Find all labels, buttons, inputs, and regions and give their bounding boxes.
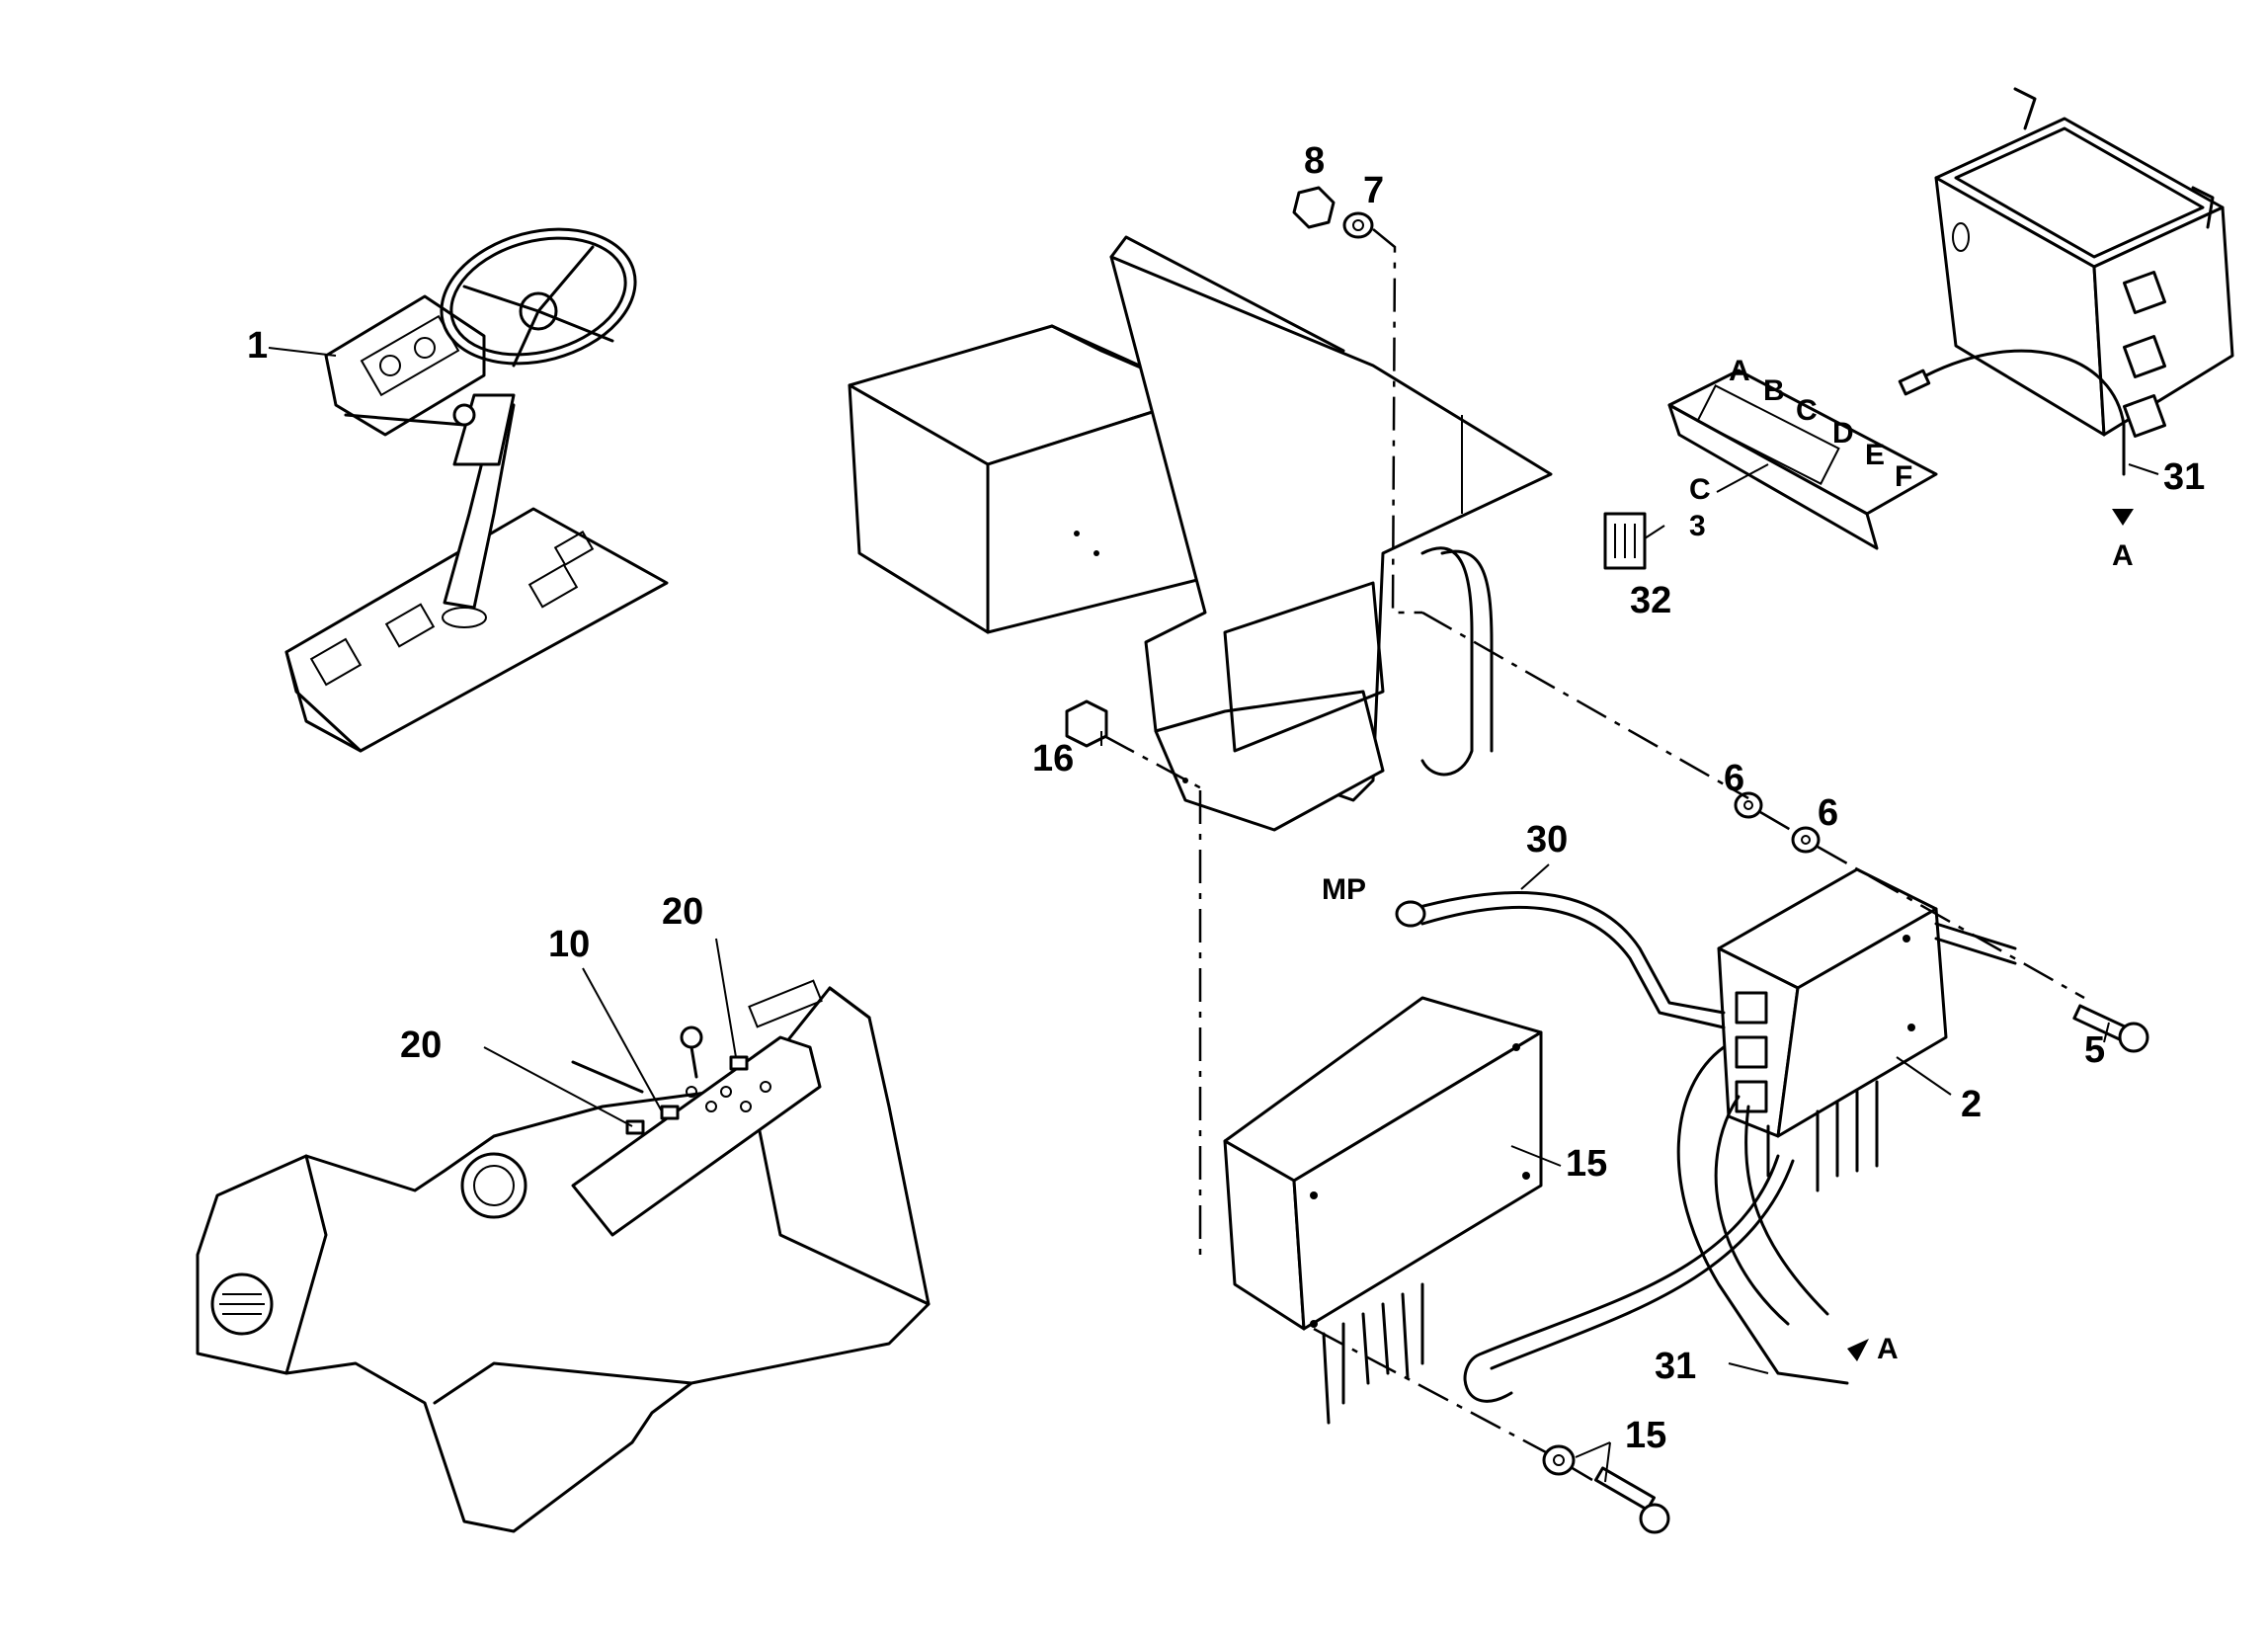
connector-letter-e: E	[1865, 439, 1885, 471]
connector-letter-c: C	[1796, 394, 1818, 427]
callout-31b: 31	[1655, 1346, 1696, 1387]
bolt-5	[2072, 1004, 2149, 1053]
cable-end-a-bottom: A	[1877, 1333, 1899, 1365]
callout-16: 16	[1032, 738, 1074, 779]
ground-point-label: MP	[1322, 873, 1366, 906]
dash-console	[196, 979, 931, 1533]
cable-end-arrow-bottom	[1847, 1339, 1869, 1361]
callout-labels: 1 2 3 5 6 6 7 8 10 15 15 16 20 20 30 31 …	[247, 140, 2205, 1456]
callout-20b: 20	[662, 891, 703, 933]
connector-letter-f: F	[1895, 460, 1912, 493]
ground-point-terminal	[1395, 900, 1426, 928]
leader-lines	[268, 347, 2159, 1483]
callout-5: 5	[2084, 1029, 2105, 1071]
callout-15b: 15	[1625, 1415, 1666, 1456]
cable-end-arrow-top	[2112, 509, 2134, 526]
washer-6a	[1734, 791, 1763, 819]
control-unit	[1223, 996, 1543, 1425]
connector-letter-d: D	[1832, 417, 1854, 450]
washer-15	[1542, 1444, 1576, 1476]
assembly-lines	[1103, 228, 2085, 1482]
nut-8	[1292, 186, 1336, 229]
callout-2: 2	[1961, 1084, 1982, 1125]
switch-10	[660, 1105, 680, 1120]
callout-3: 3	[1689, 510, 1706, 542]
callout-10: 10	[548, 924, 590, 965]
callout-20a: 20	[400, 1025, 442, 1066]
switch-20-right	[729, 1055, 749, 1071]
callout-7: 7	[1363, 170, 1384, 211]
callout-6b: 6	[1818, 792, 1838, 834]
mounting-tray	[848, 235, 1553, 832]
callout-30: 30	[1526, 819, 1568, 861]
callout-8: 8	[1304, 140, 1325, 182]
fuse-position-letter: C	[1689, 473, 1711, 506]
connector-letter-a: A	[1729, 355, 1750, 387]
washer-6b	[1791, 826, 1821, 854]
fuse-box	[1898, 87, 2234, 476]
cable-end-a-top: A	[2112, 539, 2134, 572]
relay-box	[1717, 867, 2017, 1192]
callout-15a: 15	[1566, 1143, 1607, 1185]
hardware	[1065, 186, 2149, 1534]
washer-7	[1342, 211, 1374, 239]
connector-block: A B C D E F C	[1603, 355, 1938, 570]
switch-20-left	[625, 1119, 645, 1135]
callout-1: 1	[247, 325, 268, 367]
callout-31a: 31	[2163, 456, 2205, 498]
callout-6a: 6	[1724, 758, 1744, 799]
bolt-15	[1594, 1466, 1670, 1534]
steering-column-assembly	[284, 227, 669, 753]
connector-letter-b: B	[1763, 374, 1785, 407]
callout-32: 32	[1630, 580, 1671, 621]
